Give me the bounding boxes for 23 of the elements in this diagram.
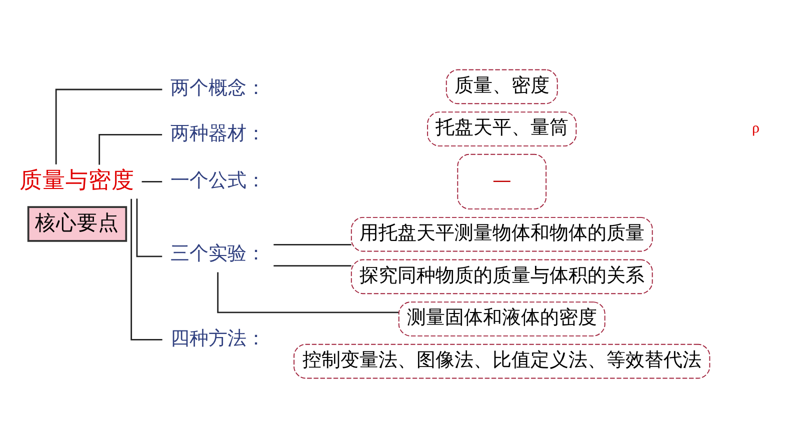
connector bbox=[136, 198, 162, 257]
node-text: 质量与密度 bbox=[20, 167, 135, 192]
node-box: 测量固体和液体的密度 bbox=[398, 301, 606, 336]
connector bbox=[98, 133, 162, 164]
node-box: 控制变量法、图像法、比值定义法、等效替代法 bbox=[294, 343, 710, 378]
node-text: 四种方法： bbox=[170, 328, 266, 349]
connector bbox=[274, 243, 352, 245]
node-box: 核心要点 bbox=[27, 206, 128, 242]
node-text: 两个概念： bbox=[170, 78, 266, 99]
node-box: 托盘天平、量筒 bbox=[427, 111, 577, 146]
connector bbox=[217, 272, 399, 313]
node-box: 用托盘天平测量物体和物体的质量 bbox=[350, 216, 653, 252]
node-text: 三个实验： bbox=[170, 243, 266, 264]
connector bbox=[55, 88, 162, 164]
node-box: 质量、密度 bbox=[446, 68, 558, 104]
connector bbox=[274, 264, 352, 266]
node-box: — bbox=[457, 153, 547, 209]
node-box: 探究同种物质的质量与体积的关系 bbox=[350, 258, 653, 294]
connector bbox=[130, 198, 162, 340]
connector bbox=[142, 180, 162, 182]
node-text: 一个公式： bbox=[170, 170, 266, 191]
node-text: 两种器材： bbox=[170, 122, 266, 144]
label: ρ bbox=[752, 120, 760, 136]
